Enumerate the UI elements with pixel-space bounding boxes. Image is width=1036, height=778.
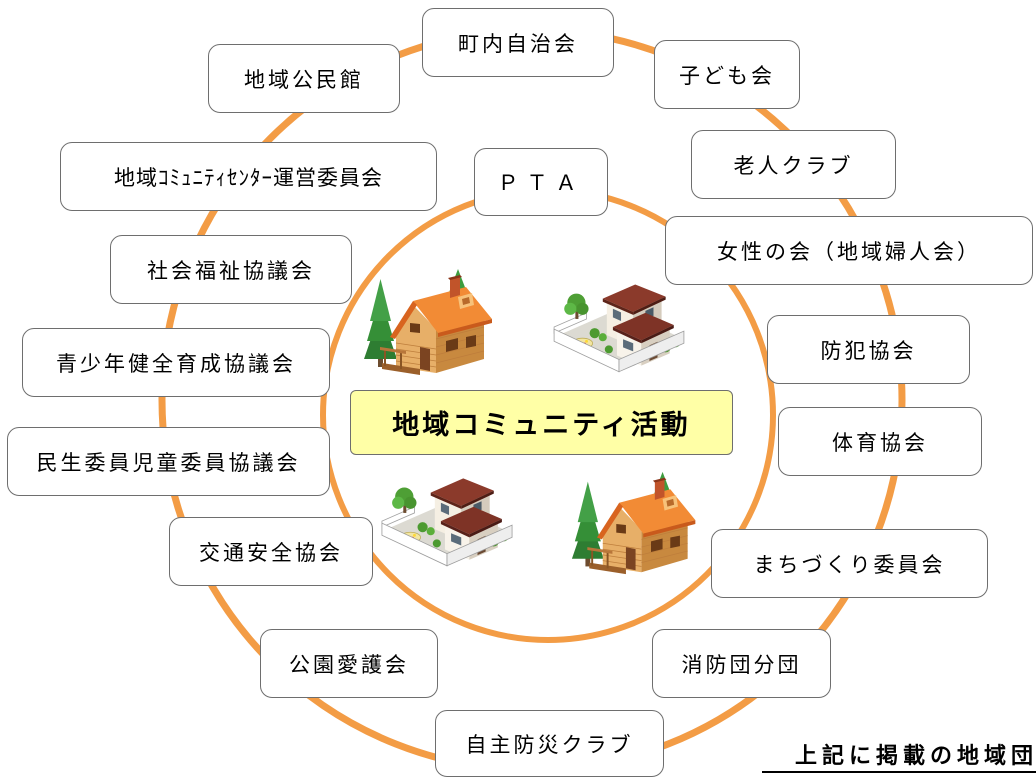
org-box-minsei-iin-kyogikai: 民生委員児童委員協議会 (7, 427, 330, 496)
org-box-community-center-committee: 地域ｺﾐｭﾆﾃｨｾﾝﾀｰ運営委員会 (60, 142, 437, 211)
house-modern-icon (381, 477, 513, 567)
org-box-chonai-jichikai: 町内自治会 (422, 8, 614, 77)
org-box-shakai-fukushi-kyogikai: 社会福祉協議会 (110, 235, 352, 304)
org-box-jishu-bosai-club: 自主防災クラブ (435, 710, 664, 777)
org-box-pta: ＰＴＡ (474, 148, 608, 216)
org-box-josei-no-kai: 女性の会（地域婦人会） (665, 216, 1033, 285)
org-box-seishonen-ikusei-kyogikai: 青少年健全育成協議会 (22, 328, 330, 397)
house-cottage-icon (571, 471, 696, 575)
org-box-taiiku-kyokai: 体育協会 (778, 407, 982, 476)
org-box-machizukuri-iinkai: まちづくり委員会 (711, 529, 988, 598)
org-box-koen-aigokai: 公園愛護会 (260, 629, 438, 698)
center-label: 地域コミュニティ活動 (350, 390, 733, 455)
org-box-bohan-kyokai: 防犯協会 (767, 315, 970, 384)
org-box-kodomokai: 子ども会 (654, 40, 800, 109)
footer-note-text: 上記に掲載の地域団 (795, 744, 1036, 769)
org-box-rojin-club: 老人クラブ (691, 130, 896, 199)
org-box-shobodan-bundan: 消防団分団 (652, 629, 831, 698)
org-box-kotsu-anzen-kyokai: 交通安全協会 (169, 517, 373, 586)
house-cottage-icon (363, 268, 493, 376)
org-box-chiiki-kominkan: 地域公民館 (208, 44, 400, 113)
footer-note: 上記に掲載の地域団 (762, 742, 1036, 773)
